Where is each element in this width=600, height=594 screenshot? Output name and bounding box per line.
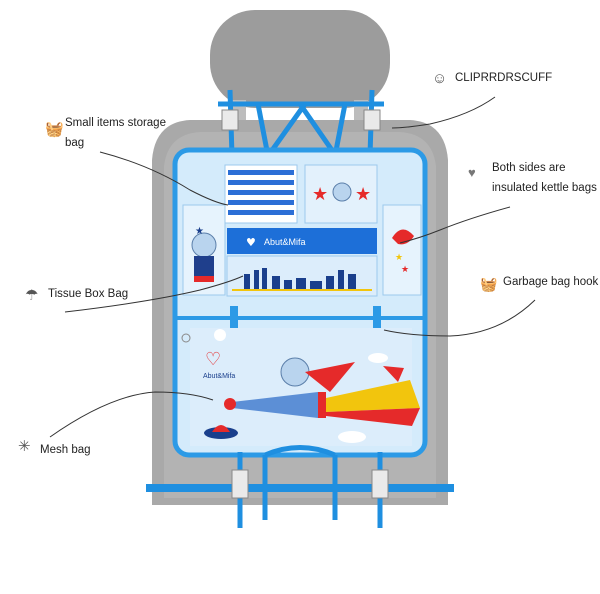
cloud (338, 431, 366, 443)
umbrella-icon: ☂ (25, 287, 39, 304)
star-icon: ★ (401, 265, 409, 275)
heart-logo: ♥ (246, 236, 256, 249)
bear-pocket (304, 164, 378, 224)
label-clip: CLIPRRDRSCUFF (455, 72, 553, 84)
brand-logo-text: Abut&Mifa (264, 237, 306, 247)
label-mesh: Mesh bag (40, 444, 91, 456)
ufo (204, 427, 238, 439)
cloud (368, 353, 388, 363)
bear-legs (194, 276, 214, 282)
city-skyline (244, 268, 356, 290)
heart-logo: ♡ (205, 349, 221, 370)
clip-icon: ☺ (432, 70, 448, 87)
star-icon: ★ (195, 226, 204, 237)
buckle-top-left (221, 109, 239, 131)
cape (305, 362, 355, 392)
label-tissue: Tissue Box Bag (48, 288, 129, 300)
star-icon: ★ (355, 184, 371, 205)
pocket-stripes (228, 170, 294, 215)
rocket-nose (224, 398, 236, 410)
middle-loop-left (230, 306, 238, 330)
basket-icon: 🧺 (480, 276, 498, 292)
rocket (232, 392, 318, 418)
cloud (214, 329, 226, 341)
clip-ring (181, 333, 191, 343)
label-small-storage-line1: Small items storage (65, 117, 166, 129)
buckle-bottom-left (231, 469, 249, 499)
tissue-box-pocket (227, 228, 377, 254)
label-garbage: Garbage bag hook (503, 276, 599, 288)
label-small-storage-line2: bag (65, 137, 85, 149)
headrest (210, 10, 390, 108)
buckle-bottom-right (371, 469, 389, 499)
label-small-storage: Small items storage bag (65, 113, 166, 153)
buckle-top-right (363, 109, 381, 131)
rocket-tail (318, 392, 326, 418)
heart-icon: ♥ (468, 165, 476, 180)
mesh-pocket (190, 328, 412, 446)
star-icon: ★ (395, 253, 403, 263)
star-icon: ★ (312, 184, 328, 205)
rocket-flame (326, 380, 420, 412)
basket-icon: 🧺 (45, 121, 64, 138)
small-plane (383, 366, 404, 382)
pilot-bear-head (280, 357, 310, 387)
leader-lines (49, 96, 536, 438)
bottom-strap-bar (146, 484, 454, 492)
bear-face (332, 182, 352, 202)
brand-logo-text: Abut&Mifa (203, 373, 235, 380)
middle-loop-right (373, 306, 381, 330)
right-side-pocket (382, 204, 422, 296)
label-kettle-line1: Both sides are (492, 162, 566, 174)
label-kettle-line2: insulated kettle bags (492, 182, 597, 194)
label-kettle: Both sides are insulated kettle bags (492, 158, 597, 198)
sparkle-icon: ✳ (18, 438, 31, 455)
bear-body (194, 256, 214, 278)
